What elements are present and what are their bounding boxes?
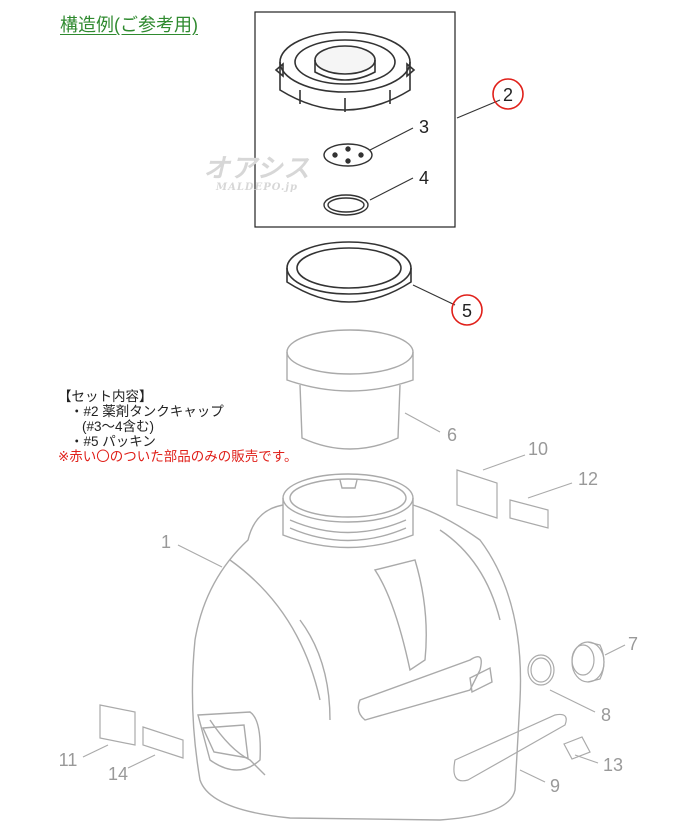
- leader-lines: [82, 99, 626, 783]
- callout-14: 14: [108, 764, 128, 784]
- part-14-label: [142, 726, 184, 759]
- callout-4: 4: [419, 168, 429, 188]
- watermark-site: MALDEPO.jp: [216, 182, 298, 193]
- callout-5: 5: [462, 301, 472, 321]
- part-1-tank-body: [191, 473, 522, 821]
- part-4-o-ring: [323, 194, 369, 216]
- watermark-brand: オアシス: [203, 154, 311, 184]
- callout-11: 11: [59, 750, 78, 770]
- part-3-disc: [323, 143, 373, 167]
- callout-numbers: 2 3 4 5 6 10 12 1 7 8 11 14 13 9: [59, 85, 638, 796]
- callout-2: 2: [503, 85, 513, 105]
- callout-6: 6: [447, 425, 457, 445]
- sales-note: ※赤い〇のついた部品のみの販売です。: [58, 449, 298, 464]
- callout-8: 8: [601, 705, 611, 725]
- set-contents-line: ・#2 薬剤タンクキャップ: [70, 404, 224, 419]
- callout-12: 12: [578, 469, 598, 489]
- part-6-strainer: [286, 329, 414, 450]
- callout-10: 10: [528, 439, 548, 459]
- callout-7: 7: [628, 634, 638, 654]
- callout-9: 9: [550, 776, 560, 796]
- highlight-circle-5: [451, 294, 483, 326]
- label-sheets: [99, 469, 591, 760]
- part-2-tank-cap: [274, 31, 416, 112]
- set-contents-line: ・#5 パッキン: [70, 434, 156, 449]
- part-13-label: [563, 736, 591, 760]
- part-5-packing: [286, 241, 412, 303]
- part-7-small-cap: [571, 641, 605, 683]
- callout-13: 13: [603, 755, 623, 775]
- watermark: オアシス MALDEPO.jp: [202, 148, 312, 193]
- set-contents: 【セット内容】 ・#2 薬剤タンクキャップ (#3～4含む) ・#5 パッキン …: [58, 389, 297, 464]
- part-10-label: [456, 469, 498, 519]
- set-contents-heading: 【セット内容】: [58, 389, 153, 404]
- part-11-label: [99, 704, 136, 746]
- part-8-o-ring: [527, 654, 555, 686]
- part-12-label: [509, 499, 549, 529]
- page-title: 構造例(ご参考用): [60, 15, 198, 35]
- set-contents-line: (#3～4含む): [82, 419, 155, 434]
- part-9-grip: [453, 713, 567, 782]
- highlight-circle-2: [492, 78, 524, 110]
- callout-3: 3: [419, 117, 429, 137]
- callout-1: 1: [161, 532, 171, 552]
- cap-assembly-box: [254, 11, 456, 228]
